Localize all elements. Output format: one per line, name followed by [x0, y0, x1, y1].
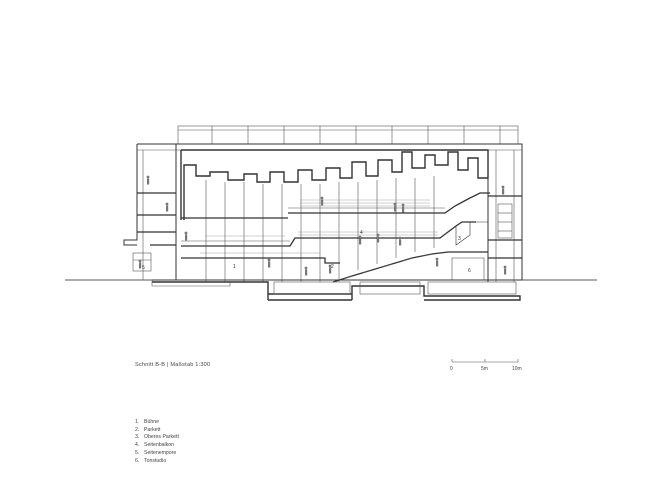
legend-label: Tonstudio — [144, 457, 167, 464]
roof-structure — [177, 125, 519, 145]
legend-item: 2. Parkett — [135, 427, 179, 435]
legend-label: Seitenbalkon — [144, 442, 174, 449]
stage-floor — [181, 257, 340, 264]
room-number-1: 1 — [233, 264, 236, 270]
legend-number: 6. — [135, 457, 140, 464]
scale-bar — [451, 359, 519, 363]
scale-label-0: 0 — [450, 366, 453, 372]
legend-item: 3. Oberes Parkett — [135, 434, 179, 442]
upper-gallery — [288, 192, 490, 214]
room-number-2: 2 — [331, 264, 334, 270]
side-balcony — [181, 221, 476, 247]
scale-label-10m: 10m — [512, 366, 522, 372]
legend-item: 6. Tonstudio — [135, 458, 179, 466]
legend-item: 5. Seitenempore — [135, 450, 179, 458]
ceiling-profile — [181, 149, 489, 220]
legend-number: 1. — [135, 419, 140, 425]
room-number-6: 6 — [468, 268, 471, 274]
legend-number: 3. — [135, 434, 140, 441]
legend-item: 4. Seitenbalkon — [135, 442, 179, 450]
legend-number: 2. — [135, 426, 140, 433]
legend-label: Oberes Parkett — [144, 434, 179, 441]
legend-label: Bühne — [144, 419, 160, 425]
room-number-5: 5 — [142, 265, 145, 271]
legend-number: 5. — [135, 449, 140, 456]
basement — [152, 281, 521, 301]
legend-item: 1. Bühne — [135, 419, 179, 427]
legend-label: Parkett — [144, 426, 161, 433]
drawing-caption: Schnitt B-B | Maßstab 1:300 — [135, 362, 211, 368]
legend-number: 4. — [135, 442, 140, 449]
scale-label-5m: 5m — [481, 366, 488, 372]
legend-label: Seitenempore — [144, 449, 177, 456]
legend: 1. Bühne 2. Parkett 3. Oberes Parkett 4. Sei… — [135, 419, 179, 465]
room-number-4: 4 — [360, 230, 363, 236]
room-number-3: 3 — [458, 236, 461, 242]
parkett-rake — [332, 251, 488, 283]
